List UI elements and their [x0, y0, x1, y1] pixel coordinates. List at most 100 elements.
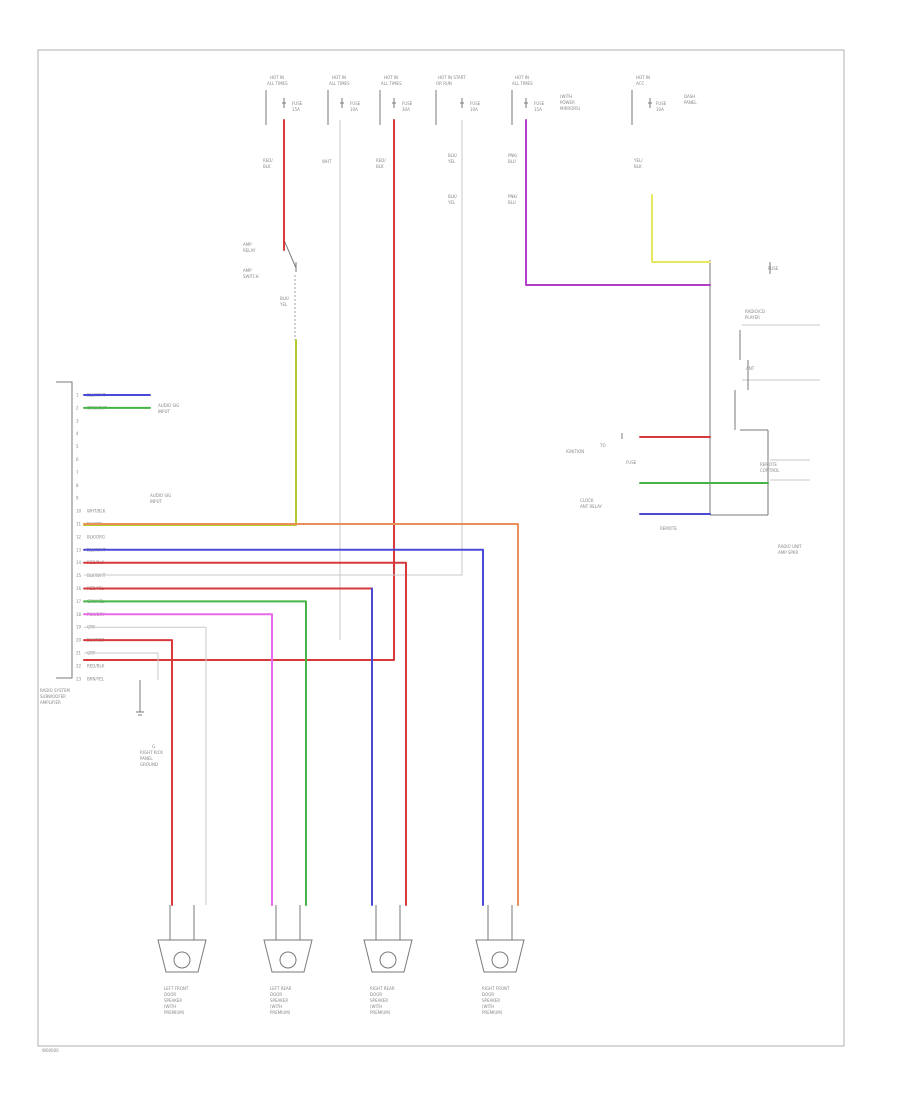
speaker-4-body [475, 939, 525, 973]
pin-number-16: 16 [76, 586, 82, 591]
pin-color-10: WHT/BLK [87, 509, 106, 514]
wire-src5-pnk [525, 119, 711, 286]
speaker-3-body [363, 939, 413, 973]
src3-fuse-2: 30A [402, 107, 410, 112]
pin-number-15: 15 [76, 573, 82, 578]
wire-pin21-gray [84, 652, 159, 680]
radio-unit-leads [742, 324, 820, 481]
wire-label-red2-a: RED/ [376, 158, 386, 163]
power-source-2: HOT IN ALL TIMES FUSE 10A [327, 75, 361, 125]
src2-fuse-2: 10A [350, 107, 358, 112]
speaker-2-terminals [275, 905, 301, 940]
speaker-1-label-1: LEFT FRONT [164, 986, 189, 991]
speaker-3-label-3: SPEAKER [370, 998, 388, 1003]
radio-title-2: PLAYER [745, 315, 760, 320]
pin-number-17: 17 [76, 599, 82, 604]
wire-src3-red [83, 119, 395, 661]
module-name-1: RADIO SYSTEM [40, 688, 71, 693]
amplifier-module-outline [56, 381, 73, 679]
src4-fuse-icon [460, 98, 464, 108]
src5-fuse-2: 15A [534, 107, 542, 112]
right-fuse-small: FUSE [626, 460, 637, 465]
speaker-4-label-5: PREMIUM) [482, 1010, 503, 1015]
speaker-3-label-1: RIGHT REAR [370, 986, 395, 991]
group-mid-2: INPUT [150, 499, 163, 504]
pin-number-7: 7 [76, 470, 79, 475]
src6-label-2: ACC [636, 81, 644, 86]
amp-switch-label-3: AMP [243, 268, 252, 273]
speaker-3-cone-icon [379, 951, 397, 969]
amp-switch-label-1: AMP [243, 242, 252, 247]
pin-number-23: 23 [76, 676, 82, 681]
wire-label-pnk1-b: BLU [508, 159, 516, 164]
ground-label-3: PANEL [140, 756, 153, 761]
speaker-3-terminals [375, 905, 401, 940]
wire-label-yel-a: YEL/ [633, 158, 643, 163]
src4-label-1: HOT IN START [438, 75, 466, 80]
src6-fuse-icon [648, 98, 652, 108]
power-source-4: HOT IN START OR RUN FUSE 10A [435, 75, 481, 125]
right-sub-2: AMP SPKR [778, 550, 798, 555]
group-mid-1: AUDIO SIG [150, 493, 171, 498]
wire-pin13-blue [83, 548, 484, 906]
src1-fuse-1: FUSE [292, 101, 303, 106]
wire-pin19-gray [84, 626, 207, 905]
src1-fuse-2: 15A [292, 107, 300, 112]
wire-amp-yelgrn [83, 339, 297, 526]
src6-note-2: PANEL [684, 100, 697, 105]
speaker-4-label-3: SPEAKER [482, 998, 500, 1003]
right-footer: RADIO UNIT [778, 544, 802, 549]
src5-note-3: MIRRORS) [560, 106, 581, 111]
speaker-2-label-4: (WITH [270, 1004, 282, 1009]
pin-color-12: BLK/ORG [87, 534, 105, 539]
wire-src6-yel [651, 194, 711, 263]
speaker-1-label-4: (WITH [164, 1004, 176, 1009]
src1-label-2: ALL TIMES [267, 81, 288, 86]
pin-number-19: 19 [76, 625, 82, 630]
pin-number-9: 9 [76, 496, 79, 501]
speaker-4-terminals [487, 905, 513, 940]
pin-number-13: 13 [76, 547, 82, 552]
amp-switch-label-4: SWITCH [243, 274, 259, 279]
pin-number-6: 6 [76, 457, 79, 462]
pin-color-15: BLK/WHT [87, 573, 106, 578]
amp-switch-wire-a: BLK/ [280, 296, 290, 301]
wire-pin20-red [83, 639, 173, 906]
amp-switch: AMP RELAY AMP SWITCH BLK/ YEL [243, 239, 297, 340]
src3-label-1: HOT IN [384, 75, 398, 80]
speaker-1-cone-icon [173, 951, 191, 969]
src6-fuse-2: 10A [656, 107, 664, 112]
power-source-5: HOT IN ALL TIMES FUSE 15A (WITH POWER MI… [511, 75, 581, 125]
pin-number-11: 11 [76, 522, 82, 527]
pin-number-12: 12 [76, 534, 82, 539]
power-source-1: HOT IN ALL TIMES FUSE 15A [265, 75, 303, 125]
ground-icon [136, 680, 144, 716]
wire-label-pnk2-b: BLU [508, 200, 516, 205]
src3-fuse-icon [392, 98, 396, 108]
radio-unit: RADIO/CD PLAYER ANT FUSE REMOTE CONTROL [709, 260, 820, 516]
speaker-3-label-5: PREMIUM) [370, 1010, 391, 1015]
radio-internal-links [734, 330, 749, 430]
right-ignition-2: IGNITION [566, 449, 584, 454]
speaker-4-label-1: RIGHT FRONT [482, 986, 510, 991]
src5-note-1: (WITH [560, 94, 572, 99]
pin-number-21: 21 [76, 651, 82, 656]
amp-switch-label-2: RELAY [243, 248, 256, 253]
src5-fuse-icon [524, 98, 528, 108]
module-name-3: AMPLIFIER [40, 700, 61, 705]
wire-src4-blk [84, 120, 463, 576]
radio-remote-2: CONTROL [760, 468, 780, 473]
src3-label-2: ALL TIMES [381, 81, 402, 86]
pin-number-2: 2 [76, 405, 79, 410]
src4-label-2: OR RUN [436, 81, 452, 86]
amp-switch-wire-b: YEL [279, 302, 288, 307]
wire-pin11-orange [83, 523, 519, 906]
right-ant-1: CLOCK [580, 498, 594, 503]
kick-panel-ground: G RIGHT KICK PANEL GROUND [136, 680, 163, 767]
right-ant-2: ANT RELAY [580, 504, 602, 509]
src4-fuse-2: 10A [470, 107, 478, 112]
